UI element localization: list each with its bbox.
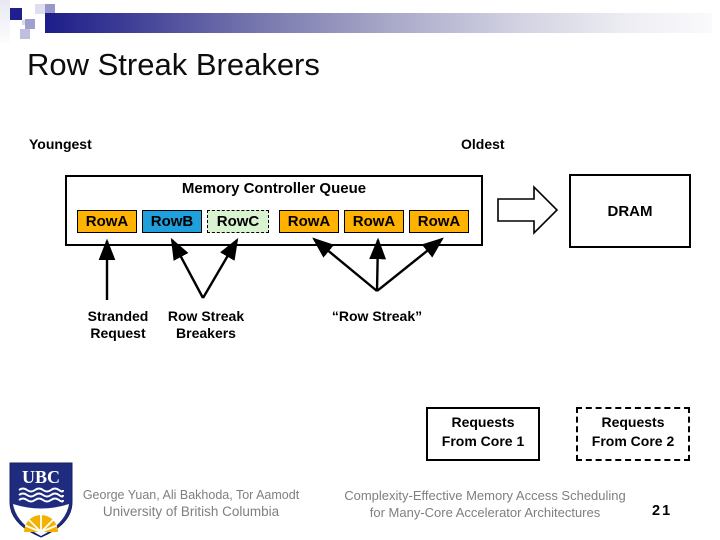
queue-entry: RowA	[77, 210, 137, 233]
page-title: Row Streak Breakers	[27, 47, 320, 82]
row-streak-breakers-label: Row Streak Breakers	[158, 308, 254, 342]
core2-line2: From Core 2	[591, 433, 675, 449]
core1-line2: From Core 1	[441, 433, 525, 449]
queue-entry: RowA	[279, 210, 339, 233]
oldest-label: Oldest	[461, 136, 505, 152]
header-deco-square-midlight	[20, 29, 30, 39]
dram-label: DRAM	[607, 202, 653, 220]
authors-text: George Yuan, Ali Bakhoda, Tor Aamodt	[82, 488, 300, 502]
requests-from-core2-box: Requests From Core 2	[576, 407, 690, 461]
requests-from-core1-box: Requests From Core 1	[426, 407, 540, 461]
header-deco-strip	[0, 0, 10, 43]
stranded-line1: Stranded	[87, 308, 149, 324]
queue-entry: RowA	[344, 210, 404, 233]
paper-title-line1: Complexity-Effective Memory Access Sched…	[344, 488, 626, 503]
header-deco-square-light	[35, 4, 45, 14]
header-deco-square-mid	[25, 19, 35, 29]
core1-line1: Requests	[451, 414, 515, 430]
dram-box: DRAM	[569, 174, 691, 248]
stranded-request-label: Stranded Request	[70, 308, 166, 342]
youngest-label: Youngest	[29, 136, 92, 152]
queue-title: Memory Controller Queue	[181, 180, 367, 197]
ubc-logo-text: UBC	[22, 467, 60, 487]
header-gradient-bar	[45, 13, 712, 33]
header-deco-square-small	[22, 20, 27, 25]
queue-entry: RowC	[207, 210, 269, 233]
footer-authors-block: George Yuan, Ali Bakhoda, Tor Aamodt Uni…	[66, 488, 316, 519]
paper-title-line2: for Many-Core Accelerator Architectures	[369, 504, 601, 520]
header-deco-square-navy	[10, 8, 22, 20]
affiliation-text: University of British Columbia	[102, 504, 280, 519]
ubc-logo: UBC	[9, 462, 73, 538]
breakers-line1: Row Streak	[167, 308, 245, 324]
breakers-line2: Breakers	[176, 325, 236, 341]
footer-paper-title: Complexity-Effective Memory Access Sched…	[320, 488, 650, 521]
core2-line1: Requests	[601, 414, 665, 430]
page-number: 21	[652, 503, 673, 519]
queue-entry: RowA	[409, 210, 469, 233]
header-deco-square-mid2	[45, 4, 55, 14]
queue-entry: RowB	[142, 210, 202, 233]
row-streak-quoted-label: “Row Streak”	[331, 308, 423, 324]
stranded-line2: Request	[90, 325, 146, 341]
